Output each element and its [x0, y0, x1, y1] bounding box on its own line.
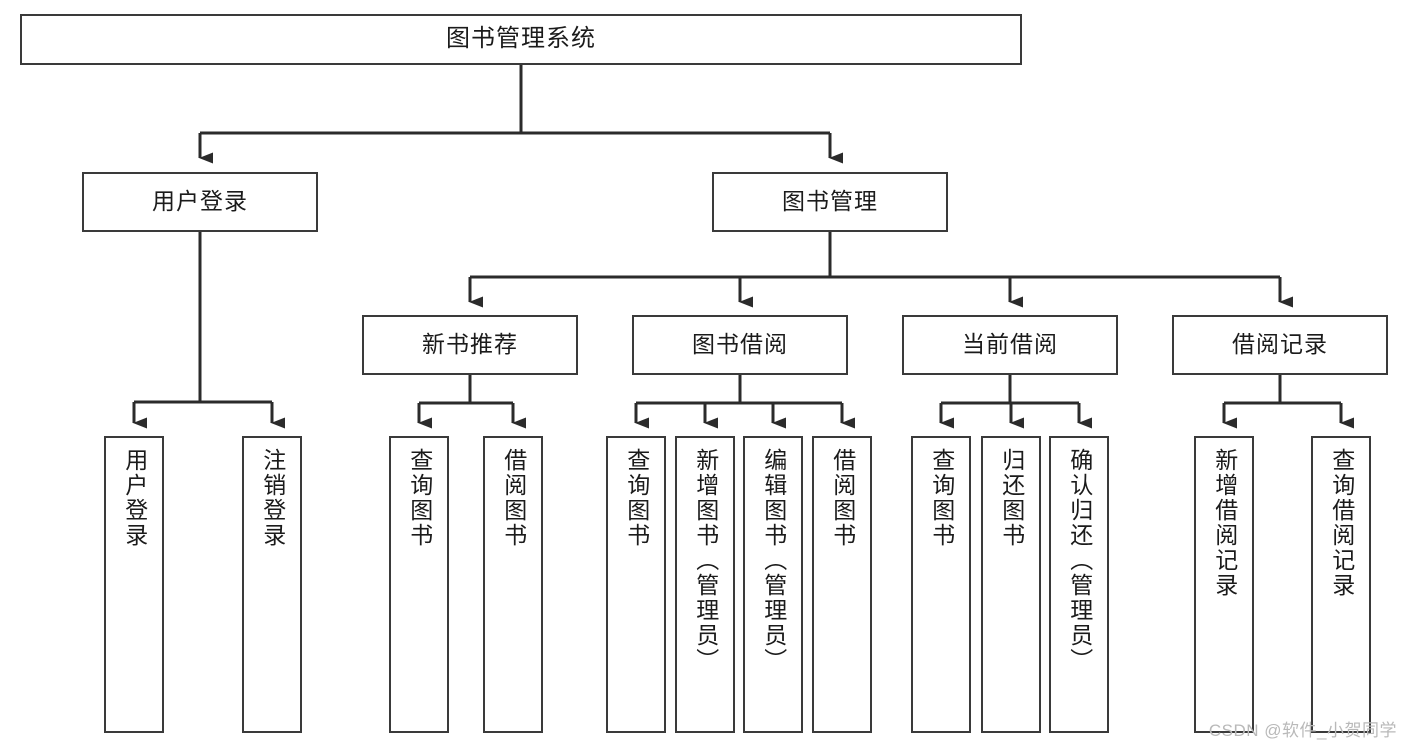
- leaf-borrow-query-book-label: 查询图书: [623, 448, 650, 548]
- leaf-logout-label: 注销登录: [259, 448, 286, 548]
- leaf-confirm-return-admin[interactable]: 确认归还（管理员）: [1049, 436, 1109, 733]
- leaf-new-book-borrow[interactable]: 借阅图书: [483, 436, 543, 733]
- leaf-add-borrow-record[interactable]: 新增借阅记录: [1194, 436, 1254, 733]
- node-root[interactable]: 图书管理系统: [20, 14, 1022, 65]
- node-book-manage[interactable]: 图书管理: [712, 172, 948, 232]
- leaf-edit-book-admin[interactable]: 编辑图书（管理员）: [743, 436, 803, 733]
- leaf-add-book-admin-label: 新增图书（管理员）: [692, 448, 719, 673]
- watermark: CSDN @软件_小贺同学: [1208, 721, 1397, 740]
- node-new-book-recommend[interactable]: 新书推荐: [362, 315, 578, 375]
- leaf-borrow-query-book[interactable]: 查询图书: [606, 436, 666, 733]
- leaf-current-query-book[interactable]: 查询图书: [911, 436, 971, 733]
- leaf-query-borrow-record-label: 查询借阅记录: [1328, 448, 1355, 598]
- leaf-logout[interactable]: 注销登录: [242, 436, 302, 733]
- leaf-query-borrow-record[interactable]: 查询借阅记录: [1311, 436, 1371, 733]
- node-borrow-record[interactable]: 借阅记录: [1172, 315, 1388, 375]
- node-book-manage-label: 图书管理: [782, 188, 878, 215]
- leaf-borrow-book[interactable]: 借阅图书: [812, 436, 872, 733]
- node-new-book-recommend-label: 新书推荐: [422, 331, 518, 358]
- node-current-borrow[interactable]: 当前借阅: [902, 315, 1118, 375]
- leaf-borrow-book-label: 借阅图书: [829, 448, 856, 548]
- leaf-user-login-label: 用户登录: [121, 448, 148, 548]
- leaf-return-book-label: 归还图书: [998, 448, 1025, 548]
- leaf-edit-book-admin-label: 编辑图书（管理员）: [760, 448, 787, 673]
- node-borrow-record-label: 借阅记录: [1232, 331, 1328, 358]
- leaf-new-book-borrow-label: 借阅图书: [500, 448, 527, 548]
- node-root-label: 图书管理系统: [446, 25, 596, 53]
- node-user-login[interactable]: 用户登录: [82, 172, 318, 232]
- node-current-borrow-label: 当前借阅: [962, 331, 1058, 358]
- node-book-borrow-label: 图书借阅: [692, 331, 788, 358]
- node-book-borrow[interactable]: 图书借阅: [632, 315, 848, 375]
- leaf-add-book-admin[interactable]: 新增图书（管理员）: [675, 436, 735, 733]
- leaf-user-login[interactable]: 用户登录: [104, 436, 164, 733]
- node-user-login-label: 用户登录: [152, 188, 248, 215]
- leaf-new-book-query-label: 查询图书: [406, 448, 433, 548]
- leaf-add-borrow-record-label: 新增借阅记录: [1211, 448, 1238, 598]
- leaf-return-book[interactable]: 归还图书: [981, 436, 1041, 733]
- leaf-new-book-query[interactable]: 查询图书: [389, 436, 449, 733]
- leaf-confirm-return-admin-label: 确认归还（管理员）: [1066, 448, 1093, 673]
- leaf-current-query-book-label: 查询图书: [928, 448, 955, 548]
